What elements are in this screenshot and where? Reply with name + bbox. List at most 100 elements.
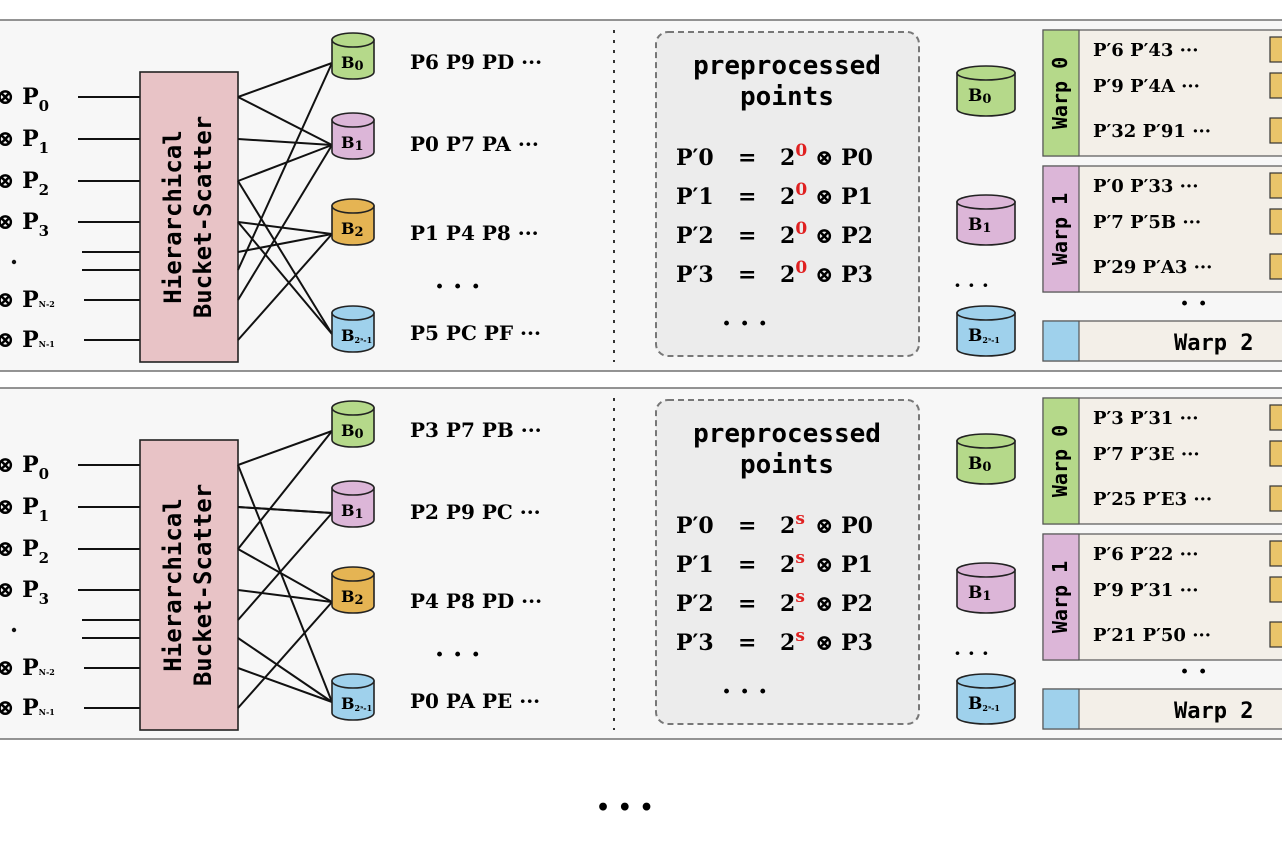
right-bucket-label: B1 — [968, 583, 991, 604]
bucket-label: B2ˢ-1 — [341, 326, 372, 345]
bucket-points: P3 P7 PB ··· — [410, 418, 542, 442]
warp-label: Warp 0 — [1048, 425, 1072, 497]
warp-cell — [1269, 540, 1282, 567]
bucket-cylinder-0: B0 — [331, 400, 375, 448]
right-bucket-cylinder-1: B1 — [956, 562, 1016, 614]
input-point-label: ⊗ P0 — [0, 84, 49, 115]
scatter-edge — [237, 233, 333, 253]
right-bucket-cylinder-2: B2ˢ-1 — [956, 673, 1016, 725]
bucket-cylinder-2: B2 — [331, 198, 375, 246]
preprocessed-equation: P′3=20⊗ P3 — [676, 258, 873, 288]
scatter-edge — [237, 430, 333, 466]
scatter-edge — [237, 637, 333, 703]
preprocessed-equation: P′0=20⊗ P0 — [676, 141, 873, 171]
warp-label: Warp 0 — [1048, 57, 1072, 129]
bucket-points: P0 PA PE ··· — [410, 689, 540, 713]
panel-1: ⊗ P0 ⊗ P1 ⊗ P2 ⊗ P3 ⊗ PN-2 ⊗ PN-1 Hierarchical… — [0, 387, 1282, 740]
right-bucket-label: B2ˢ-1 — [968, 694, 1000, 714]
input-point-label: ⊗ P1 — [0, 126, 49, 157]
input-point: ⊗ P3 — [0, 577, 140, 608]
warp-row: P′3 P′31 ··· — [1093, 408, 1198, 429]
input-point-label: ⊗ P3 — [0, 577, 49, 608]
warp-cell — [1269, 621, 1282, 648]
warp-cell — [1269, 485, 1282, 512]
right-bucket-cylinder-2: B2ˢ-1 — [956, 305, 1016, 357]
input-point: ⊗ P2 — [0, 536, 140, 567]
preprocessed-equation: P′2=2s⊗ P2 — [676, 587, 873, 617]
warp-row: P′7 P′5B ··· — [1093, 212, 1201, 233]
bucket-cylinder-3: B2ˢ-1 — [331, 305, 375, 353]
warp-cell — [1269, 440, 1282, 467]
warp-2-label: Warp 2 — [1174, 331, 1253, 356]
preprocessed-ellipsis: · · · — [722, 309, 767, 339]
warp-row: P′29 P′A3 ··· — [1093, 257, 1212, 278]
bucket-ellipsis: · · · — [435, 640, 480, 670]
svg-text:Hierarchical: Hierarchical — [159, 130, 187, 303]
bucket-cylinder-0: B0 — [331, 32, 375, 80]
bucket-cylinder-2: B2 — [331, 566, 375, 614]
input-point: ⊗ P3 — [0, 209, 140, 240]
svg-text:Bucket-Scatter: Bucket-Scatter — [189, 484, 217, 686]
bucket-cylinder-1: B1 — [331, 480, 375, 528]
preprocessed-equation: P′0=2s⊗ P0 — [676, 509, 873, 539]
input-point-label: ⊗ PN-1 — [0, 327, 55, 353]
warp-row: P′7 P′3E ··· — [1093, 444, 1200, 465]
warp-cell — [1269, 36, 1282, 63]
input-point-label: ⊗ P2 — [0, 536, 49, 567]
preprocessed-ellipsis: · · · — [722, 677, 767, 707]
input-point: ⊗ PN-2 — [0, 655, 140, 681]
scatter-edge — [237, 144, 333, 301]
warp-1-block: Warp 1P′6 P′22 ···P′9 P′31 ···P′21 P′50 … — [1042, 533, 1282, 661]
right-bucket-cylinder-0: B0 — [956, 433, 1016, 485]
warp-ellipsis: · · — [1180, 289, 1207, 319]
panel-0: ⊗ P0 ⊗ P1 ⊗ P2 ⊗ P3 ⊗ PN-2 ⊗ PN-1 Hierarchical… — [0, 19, 1282, 372]
scatter-edge — [237, 180, 333, 335]
input-point-label: ⊗ PN-2 — [0, 655, 55, 681]
input-point: ⊗ PN-2 — [0, 287, 140, 313]
warp-1-block: Warp 1P′0 P′33 ···P′7 P′5B ···P′29 P′A3 … — [1042, 165, 1282, 293]
warp-row: P′25 P′E3 ··· — [1093, 489, 1212, 510]
scatter-edge — [237, 221, 333, 235]
input-point: ⊗ P2 — [0, 168, 140, 199]
scatter-edge — [237, 221, 333, 335]
scatter-edge — [237, 601, 333, 709]
input-point-label: ⊗ P0 — [0, 452, 49, 483]
bucket-points: P6 P9 PD ··· — [410, 50, 542, 74]
scatter-edge — [237, 62, 333, 271]
warp-cell — [1269, 72, 1282, 99]
scatter-edge — [237, 589, 333, 603]
bucket-points: P1 P4 P8 ··· — [410, 221, 539, 245]
warp-label: Warp 1 — [1048, 193, 1072, 265]
warp-row: P′6 P′43 ··· — [1093, 40, 1198, 61]
preprocessed-equation: P′2=20⊗ P2 — [676, 219, 873, 249]
warp-cell — [1269, 117, 1282, 144]
scatter-edge — [237, 233, 333, 341]
scatter-edge — [237, 96, 333, 146]
scatter-edge — [237, 667, 333, 703]
scatter-edge — [237, 144, 333, 182]
warp-2-block: Warp 2 — [1042, 688, 1282, 730]
input-point-label: ⊗ PN-1 — [0, 695, 55, 721]
input-point: ⊗ P1 — [0, 494, 140, 525]
input-point: ⊗ P1 — [0, 126, 140, 157]
input-point: ⊗ PN-1 — [0, 327, 140, 353]
svg-text:preprocessed: preprocessed — [693, 419, 881, 449]
right-bucket-ellipsis: · · · — [954, 273, 989, 297]
svg-text:points: points — [740, 450, 834, 480]
bucket-cylinder-1: B1 — [331, 112, 375, 160]
warp-cell — [1269, 172, 1282, 199]
scatter-edge — [237, 506, 333, 514]
warp-cell — [1269, 253, 1282, 280]
svg-text:Hierarchical: Hierarchical — [159, 498, 187, 671]
bucket-points: P2 P9 PC ··· — [410, 500, 541, 524]
input-ellipsis — [11, 627, 17, 633]
right-bucket-cylinder-1: B1 — [956, 194, 1016, 246]
right-bucket-label: B0 — [968, 454, 991, 475]
warp-2-label: Warp 2 — [1174, 699, 1253, 724]
input-point-label: ⊗ P2 — [0, 168, 49, 199]
bucket-points: P4 P8 PD ··· — [410, 589, 542, 613]
